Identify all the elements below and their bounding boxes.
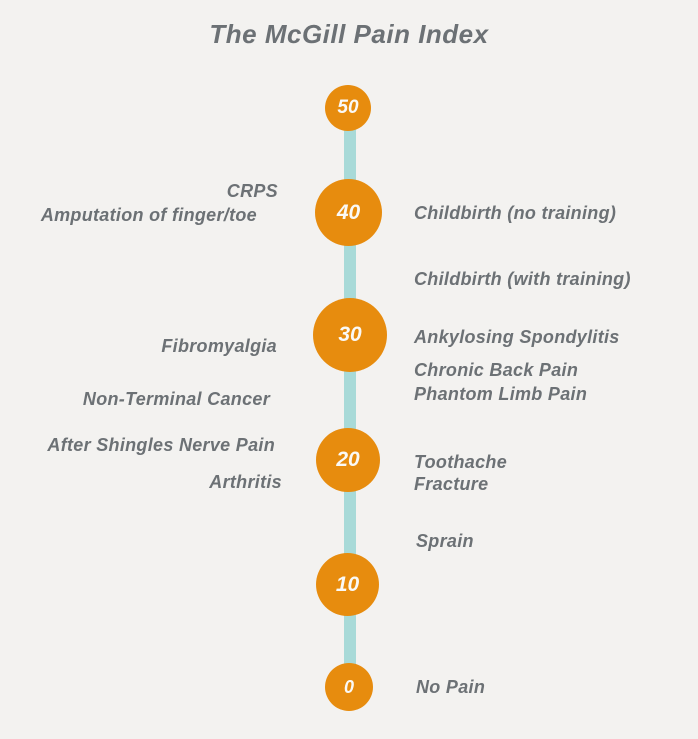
scale-node-40: 40 xyxy=(315,179,382,246)
scale-node-0: 0 xyxy=(325,663,373,711)
right-label-sprain: Sprain xyxy=(416,531,474,551)
page-title: The McGill Pain Index xyxy=(209,19,489,49)
right-label-toothache: Toothache xyxy=(414,452,508,472)
scale-node-20-value: 20 xyxy=(336,448,360,471)
scale-node-20: 20 xyxy=(316,428,380,492)
right-label-chronic-back-pain: Chronic Back Pain xyxy=(414,360,579,380)
right-label-phantom-limb-pain: Phantom Limb Pain xyxy=(414,384,588,404)
pain-scale-axis-line xyxy=(344,108,356,687)
left-label-non-terminal-cancer: Non-Terminal Cancer xyxy=(82,389,270,409)
scale-node-50-value: 50 xyxy=(337,97,359,118)
scale-node-40-value: 40 xyxy=(336,200,361,224)
left-label-after-shingles-nerve-pain: After Shingles Nerve Pain xyxy=(47,435,275,455)
scale-node-10-value: 10 xyxy=(335,572,360,596)
right-label-no-pain: No Pain xyxy=(416,677,486,697)
scale-node-50: 50 xyxy=(325,85,371,131)
left-label-fibromyalgia: Fibromyalgia xyxy=(161,336,277,356)
scale-node-30: 30 xyxy=(313,298,387,372)
left-label-arthritis: Arthritis xyxy=(209,472,282,492)
scale-node-0-value: 0 xyxy=(343,676,354,697)
scale-node-10: 10 xyxy=(316,553,379,616)
right-label-childbirth-no-training: Childbirth (no training) xyxy=(414,203,617,223)
scale-node-30-value: 30 xyxy=(338,323,362,346)
right-label-ankylosing-spondylitis: Ankylosing Spondylitis xyxy=(414,327,620,347)
right-label-fracture: Fracture xyxy=(414,474,489,494)
left-label-amputation-of-finger-toe: Amputation of finger/toe xyxy=(40,205,257,225)
right-label-childbirth-with-training: Childbirth (with training) xyxy=(414,269,631,289)
left-label-crps: CRPS xyxy=(226,181,278,201)
